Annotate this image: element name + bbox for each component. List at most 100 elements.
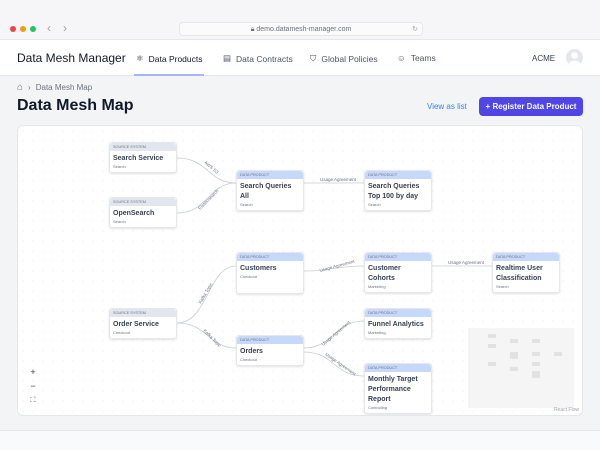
tab-label: Data Contracts [236, 53, 293, 64]
node-team: Checkout [113, 330, 130, 335]
org-name[interactable]: ACME [532, 54, 556, 63]
node-name: Orders [240, 348, 263, 355]
node-type: SOURCE SYSTEM [110, 198, 176, 206]
node-name: Search Queries All [240, 183, 292, 200]
footer [0, 430, 600, 450]
tab-data-contracts[interactable]: ▤ Data Contracts [223, 53, 293, 64]
node-team: Controlling [368, 405, 388, 410]
tab-label: Teams [410, 53, 436, 63]
forward-icon[interactable]: › [63, 21, 67, 35]
reload-icon[interactable]: ↻ [412, 26, 418, 33]
minimap-node [488, 334, 496, 338]
node-type: SOURCE SYSTEM [110, 309, 176, 317]
node-team: Marketing [368, 330, 386, 335]
edge [176, 182, 237, 214]
brand[interactable]: Data Mesh Manager [17, 51, 126, 65]
minimize-window-icon[interactable] [20, 26, 26, 32]
edge [176, 322, 237, 349]
mesh-map-canvas[interactable]: AWS S3 Elasticsearch Usage Agreement Kaf… [17, 125, 583, 416]
node-name: Search Queries Top 100 by day [368, 183, 420, 200]
url-text: demo.datamesh-manager.com [256, 26, 352, 33]
node-type: DATA PRODUCT [493, 253, 559, 261]
edge-label: AWS S3 [203, 160, 219, 175]
button-label: Register Data Product [492, 102, 577, 111]
zoom-out-button[interactable]: − [30, 381, 36, 391]
minimap[interactable] [468, 328, 574, 408]
minimap-node [510, 339, 518, 343]
react-flow-attribution[interactable]: React Flow [553, 407, 579, 413]
address-bar[interactable]: 🔒︎ demo.datamesh-manager.com↻ [179, 22, 423, 36]
edge-label: Kafka Topic [198, 281, 214, 304]
node-team: Search [496, 284, 509, 289]
node-realtime-user-classification[interactable]: DATA PRODUCT Realtime User Classification… [492, 252, 560, 293]
node-type: DATA PRODUCT [365, 364, 431, 372]
node-type: DATA PRODUCT [365, 253, 431, 261]
tab-data-products[interactable]: ⚛ Data Products [136, 53, 203, 64]
document-icon: ▤ [223, 53, 232, 63]
node-type: SOURCE SYSTEM [110, 143, 176, 151]
minimap-node [532, 352, 540, 356]
edge-label: Elasticsearch [197, 188, 220, 211]
node-name: Customers [240, 265, 277, 272]
node-team: Search [113, 164, 126, 169]
node-team: Marketing [368, 284, 386, 289]
node-name: Order Service [113, 321, 159, 328]
tab-global-policies[interactable]: ⛉Global Policies [310, 53, 378, 64]
minimap-node [532, 371, 540, 378]
breadcrumb: ⌂ › Data Mesh Map [17, 82, 92, 93]
maximize-window-icon[interactable] [30, 26, 36, 32]
node-type: DATA PRODUCT [237, 336, 303, 344]
tab-label: Data Products [148, 53, 203, 64]
edge [176, 265, 237, 324]
plus-icon: + [485, 102, 493, 111]
back-icon[interactable]: ‹ [47, 21, 51, 35]
minimap-node [532, 339, 540, 343]
node-name: Realtime User Classification [496, 265, 543, 282]
home-icon[interactable]: ⌂ [17, 82, 24, 93]
chevron-right-icon: › [28, 83, 31, 92]
minimap-node [554, 352, 562, 356]
edge-label: Usage Agreement [320, 177, 357, 182]
node-team: Search [240, 202, 253, 207]
minimap-node [488, 344, 496, 348]
cubes-icon: ⚛ [136, 53, 144, 63]
active-tab-indicator [134, 74, 204, 76]
node-name: Monthly Target Performance Report [368, 376, 418, 403]
edge [303, 351, 365, 377]
minimap-node [488, 362, 496, 366]
breadcrumb-current: Data Mesh Map [35, 83, 93, 92]
node-monthly-target-performance-report[interactable]: DATA PRODUCT Monthly Target Performance R… [364, 363, 432, 414]
page-title: Data Mesh Map [17, 97, 134, 114]
fit-view-button[interactable]: ⛶ [30, 397, 36, 404]
node-type: DATA PRODUCT [365, 309, 431, 317]
edge [303, 320, 365, 349]
node-type: DATA PRODUCT [237, 171, 303, 179]
edges-layer: AWS S3 Elasticsearch Usage Agreement Kaf… [176, 157, 492, 377]
zoom-in-button[interactable]: + [30, 367, 36, 377]
edge [303, 265, 365, 272]
users-icon: ☺ [397, 53, 406, 63]
minimap-node [532, 362, 540, 366]
top-navigation: Data Mesh Manager ⚛ Data Products ▤ Data C… [0, 40, 600, 76]
close-window-icon[interactable] [10, 26, 16, 32]
tab-teams[interactable]: ☺ Teams [397, 53, 436, 63]
node-team: Checkout [240, 274, 257, 279]
edge-label: Usage Agreement [320, 319, 351, 346]
avatar[interactable] [566, 49, 583, 66]
edge-label: Usage Agreement [319, 259, 356, 273]
view-as-list-link[interactable]: View as list [427, 102, 467, 111]
node-name: Customer Cohorts [368, 265, 401, 282]
node-team: Checkout [240, 357, 257, 362]
node-type: DATA PRODUCT [365, 171, 431, 179]
node-team: Search [113, 219, 126, 224]
node-search-queries-top-100[interactable]: DATA PRODUCT Search Queries Top 100 by da… [364, 170, 432, 211]
register-data-product-button[interactable]: + Register Data Product [479, 97, 583, 116]
